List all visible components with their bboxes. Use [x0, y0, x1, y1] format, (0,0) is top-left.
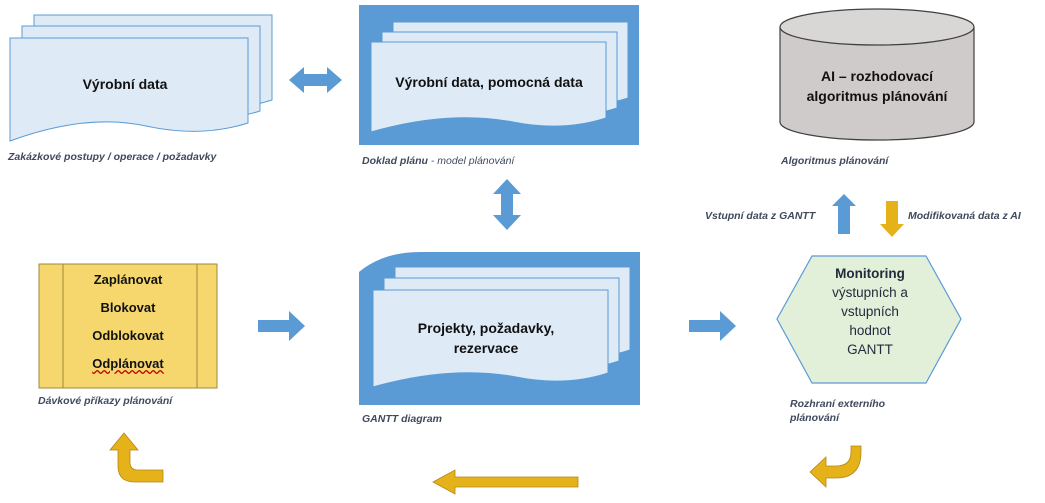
batch-commands-caption: Dávkové příkazy plánování [38, 395, 173, 407]
gantt-caption: GANTT diagram [362, 413, 442, 425]
gantt-panel [359, 252, 640, 405]
return-arrow-right-curve [809, 445, 862, 488]
ai-algorithm-label: AI – rozhodovací algoritmus plánování [780, 66, 974, 106]
production-data-document-stack [9, 14, 273, 142]
batch-command-block: Blokovat [100, 300, 156, 315]
monitoring-line4: GANTT [847, 342, 893, 357]
monitoring-hexagon [776, 255, 962, 384]
ai-algorithm-cylinder [779, 8, 975, 141]
plan-document-caption: Doklad plánu - model plánování [362, 155, 622, 167]
to-ai-edge-label: Vstupní data z GANTT [705, 210, 816, 222]
monitoring-line1: výstupních a [832, 285, 908, 300]
plan-document-label: Výrobní data, pomocná data [395, 74, 583, 90]
monitoring-caption-line2: plánování [790, 412, 840, 424]
monitoring-caption: Rozhraní externího plánování [790, 397, 950, 425]
monitoring-caption-line1: Rozhraní externího [790, 398, 886, 410]
production-data-caption: Zakázkové postupy / operace / požadavky [8, 151, 217, 163]
batch-commands-box [38, 263, 218, 389]
from-ai-edge-label: Modifikovaná data z AI [908, 210, 1021, 222]
plan-document-caption-bold: Doklad plánu [362, 155, 428, 167]
return-arrow-up-curve [109, 432, 164, 483]
plan-document-panel [359, 5, 639, 145]
down-arrow-from-ai [880, 201, 904, 237]
ai-algorithm-line2: algoritmus plánování [806, 88, 948, 104]
gantt-line1: Projekty, požadavky, [417, 320, 555, 336]
monitoring-line3: hodnot [849, 323, 891, 338]
gantt-label: Projekty, požadavky, rezervace [380, 318, 592, 358]
monitoring-text: Monitoring výstupních a vstupních hodnot… [796, 264, 944, 359]
batch-command-schedule: Zaplánovat [93, 272, 163, 287]
monitoring-line2: vstupních [841, 304, 899, 319]
batch-commands-list: Zaplánovat Blokovat Odblokovat Odplánova… [73, 270, 183, 382]
arrow-gantt-to-monitoring [689, 311, 736, 341]
plan-document-caption-rest: - model plánování [427, 155, 515, 167]
ai-algorithm-caption: Algoritmus plánování [781, 155, 889, 167]
up-arrow-to-ai [832, 194, 856, 234]
bidirectional-arrow-vertical [493, 179, 521, 230]
production-data-label: Výrobní data [82, 76, 168, 92]
return-arrow-horizontal [432, 469, 579, 495]
batch-command-unschedule: Odplánovat [73, 354, 183, 382]
monitoring-title: Monitoring [835, 266, 905, 281]
batch-command-unschedule-text: Odplánovat [92, 356, 164, 371]
gantt-line2: rezervace [453, 340, 519, 356]
ai-algorithm-line1: AI – rozhodovací [820, 68, 934, 84]
batch-command-unblock: Odblokovat [92, 328, 164, 343]
bidirectional-arrow-horizontal [289, 67, 342, 93]
arrow-batch-to-gantt [258, 311, 305, 341]
